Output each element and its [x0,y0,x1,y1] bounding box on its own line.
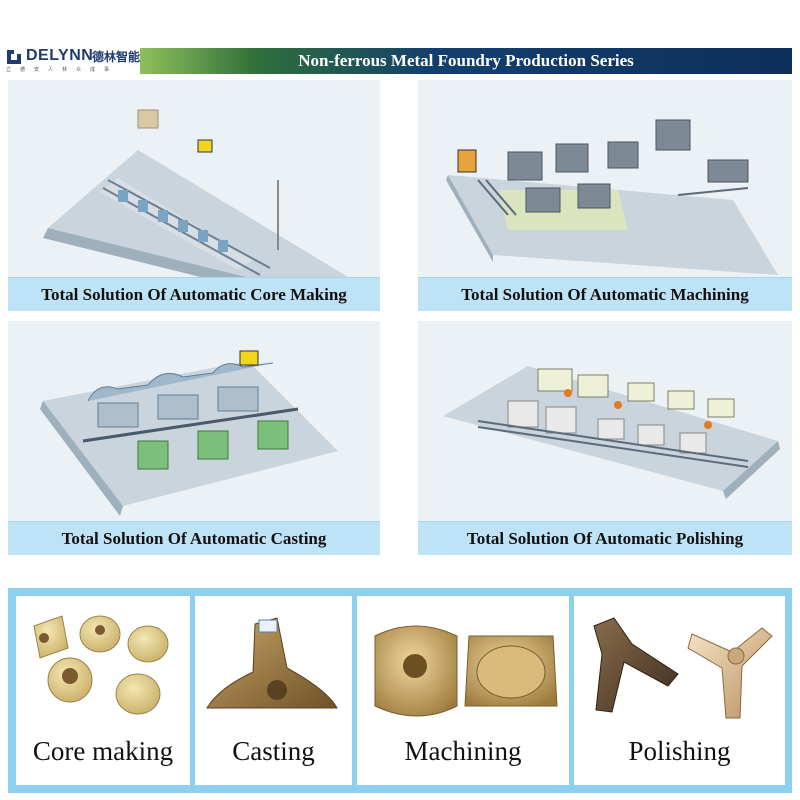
polished-part-image [574,596,785,726]
logo-chinese-name: 德林智能 [92,50,141,64]
process-label-machining: Machining [404,736,522,766]
delynn-logo: DELYNN 德林智能 立德安人林众成事 [6,47,156,75]
logo-slogan: 立德安人林众成事 [6,67,119,73]
polishing-line-illustration [418,321,792,521]
process-polishing: Polishing [574,596,785,785]
logo-mark-icon [7,50,21,64]
logo-name: DELYNN [26,47,94,64]
machining-caption: Total Solution Of Automatic Machining [418,277,792,311]
solution-panel-casting: Total Solution Of Automatic Casting [8,321,380,559]
process-label-casting: Casting [232,736,315,766]
machining-line-illustration [418,80,792,277]
polishing-caption: Total Solution Of Automatic Polishing [418,521,792,555]
header: DELYNN 德林智能 立德安人林众成事 Non-ferrous Metal F… [0,0,800,78]
process-core-making: Core making [16,596,190,785]
process-strip: Core making Casting [8,588,792,793]
solution-panel-core-making: Total Solution Of Automatic Core Making [8,80,380,315]
machined-fitting-image [357,596,569,726]
solution-panel-polishing: Total Solution Of Automatic Polishing [418,321,792,559]
title-banner: Non-ferrous Metal Foundry Production Ser… [140,48,792,74]
core-making-caption: Total Solution Of Automatic Core Making [8,277,380,311]
page-title: Non-ferrous Metal Foundry Production Ser… [298,51,634,70]
core-making-line-illustration [8,80,380,277]
process-casting: Casting [195,596,352,785]
casting-line-illustration [8,321,380,521]
casting-caption: Total Solution Of Automatic Casting [8,521,380,555]
process-label-core-making: Core making [32,736,174,766]
cast-part-image [195,596,352,726]
sand-cores-image [16,596,190,726]
process-machining: Machining [357,596,569,785]
solution-panel-machining: Total Solution Of Automatic Machining [418,80,792,315]
process-label-polishing: Polishing [628,736,731,766]
